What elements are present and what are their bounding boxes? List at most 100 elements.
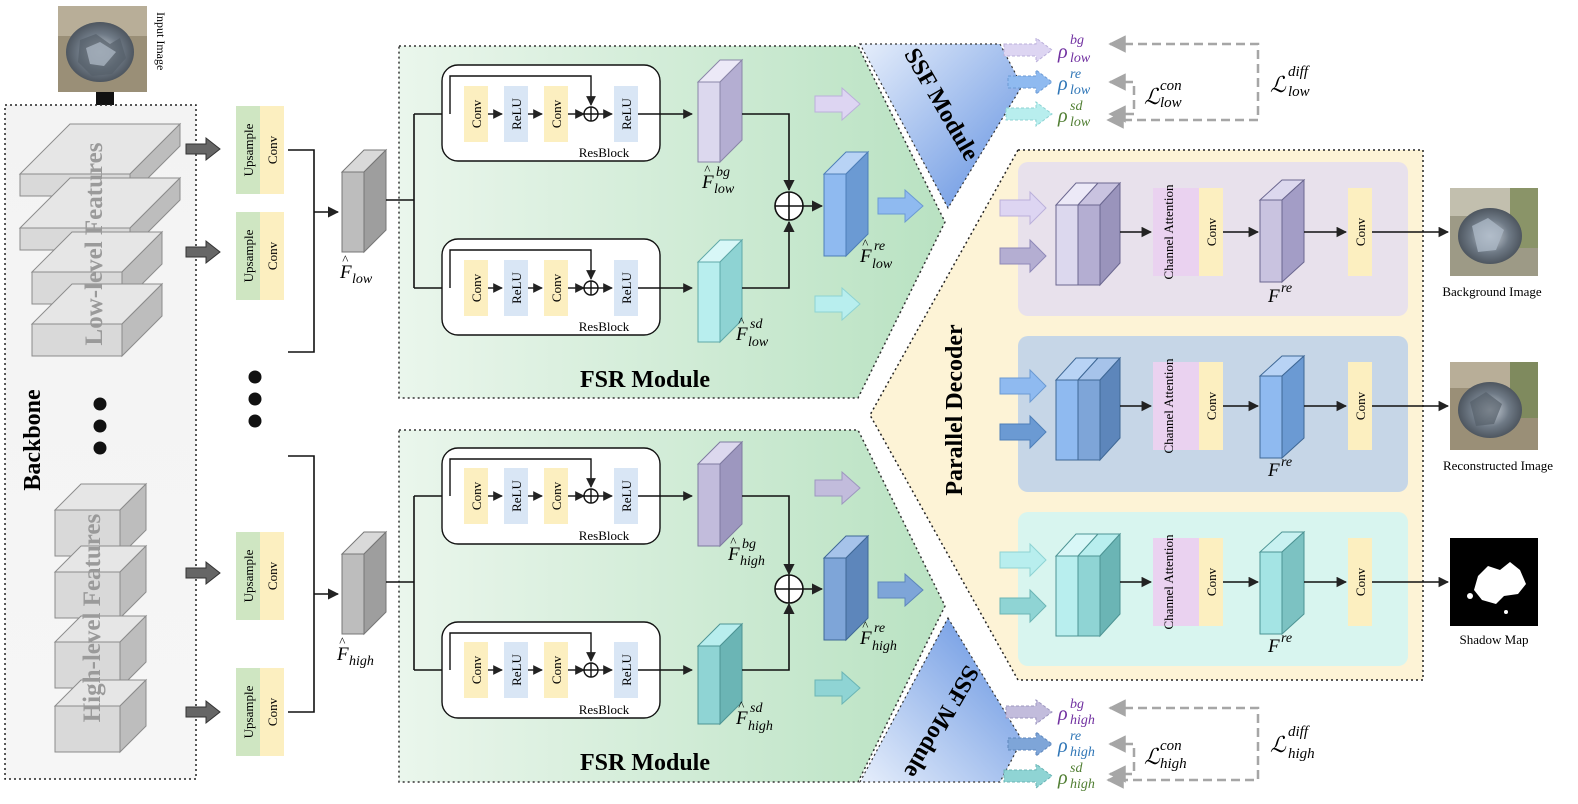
rho-low-re-symbol: ρ re low: [1057, 67, 1091, 98]
svg-text:low: low: [872, 257, 893, 272]
upsample-label-2: Upsample: [241, 229, 256, 282]
svg-text:re: re: [874, 621, 885, 636]
resblock-high-bg-relu-2: ReLU: [619, 480, 634, 512]
reconstructed-image-label: Reconstructed Image: [1443, 458, 1553, 473]
resblock-high-sd-conv-2: Conv: [549, 655, 564, 684]
input-image: [58, 6, 147, 92]
f-low-feature-cube: [340, 148, 388, 254]
svg-text:F: F: [859, 628, 872, 649]
svg-text:bg: bg: [1070, 33, 1084, 48]
upsample-label-1: Upsample: [241, 123, 256, 176]
f-high-sd-cube: [696, 622, 744, 726]
backbone-output-arrows: [185, 136, 221, 725]
svg-text:ρ: ρ: [1057, 735, 1068, 757]
decoder-row-sd: [999, 512, 1450, 666]
f-low-symbol: F ^ low: [339, 252, 373, 287]
decoder-row-re-conv-2: Conv: [1353, 391, 1368, 420]
resblock-high-sd-relu-2: ReLU: [619, 654, 634, 686]
decoder-row-bg-attention: Channel Attention: [1161, 184, 1176, 279]
low-level-features-label: Low-level Features: [81, 142, 108, 345]
svg-text:^: ^: [862, 236, 869, 251]
conv-label-4: Conv: [265, 697, 280, 726]
svg-text:low: low: [1070, 51, 1091, 66]
reconstructed-image-output: [1450, 362, 1538, 450]
svg-text:^: ^: [738, 698, 745, 713]
svg-text:bg: bg: [1070, 697, 1084, 712]
conv-label-2: Conv: [265, 241, 280, 270]
svg-text:^: ^: [342, 252, 349, 267]
conv-label-3: Conv: [265, 561, 280, 590]
decoder-row-re: [999, 336, 1450, 492]
resblock-low-sd-relu-2: ReLU: [619, 272, 634, 304]
decoder-row-re-conv-1: Conv: [1204, 391, 1219, 420]
resblock-high-bg-label: ResBlock: [579, 528, 630, 543]
decoder-row-sd-symbol: F re: [1267, 631, 1292, 657]
decoder-row-bg: [999, 162, 1450, 316]
loss-low-diff-symbol: ℒ diff low: [1270, 64, 1310, 100]
svg-text:F: F: [859, 246, 872, 267]
svg-text:F: F: [1267, 460, 1280, 481]
upsample-conv-block-4: [236, 668, 284, 756]
rho-low-sd-symbol: ρ sd low: [1057, 99, 1091, 130]
backbone-label: Backbone: [20, 389, 46, 491]
decoder-row-bg-symbol: F re: [1267, 281, 1292, 307]
rho-low-bg-symbol: ρ bg low: [1057, 33, 1091, 66]
resblock-low-sd: [441, 238, 693, 336]
f-high-re-cube: [822, 534, 870, 642]
svg-text:^: ^: [339, 634, 346, 649]
f-low-sd-cube: [696, 238, 744, 344]
decoder-row-bg-conv-1: Conv: [1204, 217, 1219, 246]
svg-text:high: high: [748, 719, 773, 734]
svg-text:re: re: [1070, 729, 1081, 744]
f-low-sd-symbol: F ^ sd low: [735, 314, 769, 350]
high-level-features-label: High-level Features: [79, 513, 106, 722]
svg-text:sd: sd: [1070, 761, 1083, 776]
f-high-bg-cube: [696, 440, 744, 548]
svg-text:high: high: [1070, 777, 1095, 792]
f-low-bg-symbol: F ^ bg low: [701, 162, 735, 197]
fsr-high-fusion: [742, 495, 824, 671]
resblock-low-bg-relu-1: ReLU: [509, 98, 524, 130]
svg-text:ρ: ρ: [1057, 767, 1068, 789]
resblock-low-sd-conv-2: Conv: [549, 273, 564, 302]
loss-low-con-symbol: ℒ con low: [1144, 78, 1182, 111]
svg-text:^: ^: [862, 618, 869, 633]
svg-text:low: low: [352, 272, 373, 287]
rho-high-arrows: [1003, 699, 1053, 789]
rho-high-bg-symbol: ρ bg high: [1057, 697, 1095, 728]
svg-text:high: high: [1070, 745, 1095, 760]
input-image-label: Input Image: [154, 12, 168, 70]
svg-text:^: ^: [738, 314, 745, 329]
upsample-conv-block-3: [236, 532, 284, 620]
svg-text:ρ: ρ: [1057, 73, 1068, 95]
svg-text:re: re: [1070, 67, 1081, 82]
svg-text:^: ^: [704, 162, 711, 177]
rho-high-re-symbol: ρ re high: [1057, 729, 1095, 760]
svg-text:high: high: [1160, 756, 1187, 772]
svg-text:con: con: [1160, 78, 1182, 94]
svg-text:high: high: [740, 554, 765, 569]
svg-text:F: F: [1267, 636, 1280, 657]
svg-text:low: low: [1160, 95, 1182, 111]
background-image-output: [1450, 188, 1538, 276]
rho-low-arrows: [1003, 37, 1053, 127]
svg-text:diff: diff: [1288, 64, 1310, 80]
resblock-high-bg-conv-1: Conv: [469, 481, 484, 510]
resblock-high-sd-label: ResBlock: [579, 702, 630, 717]
resblock-low-sd-label: ResBlock: [579, 319, 630, 334]
resblock-high-sd: [441, 621, 693, 719]
svg-text:high: high: [872, 639, 897, 654]
svg-text:re: re: [1281, 631, 1292, 646]
svg-text:ρ: ρ: [1057, 41, 1068, 63]
decoder-row-sd-conv-2: Conv: [1353, 567, 1368, 596]
merge-lines: [288, 149, 340, 713]
svg-text:low: low: [1288, 84, 1310, 100]
svg-text:high: high: [1070, 713, 1095, 728]
rho-high-sd-symbol: ρ sd high: [1057, 761, 1095, 792]
svg-text:F: F: [735, 324, 748, 345]
f-high-re-symbol: F ^ re high: [859, 618, 897, 654]
loss-high-brackets: [1106, 699, 1260, 789]
high-level-feature-stack: [53, 482, 148, 754]
loss-high-diff-symbol: ℒ diff high: [1270, 724, 1315, 762]
shadow-map-output: [1450, 538, 1538, 626]
